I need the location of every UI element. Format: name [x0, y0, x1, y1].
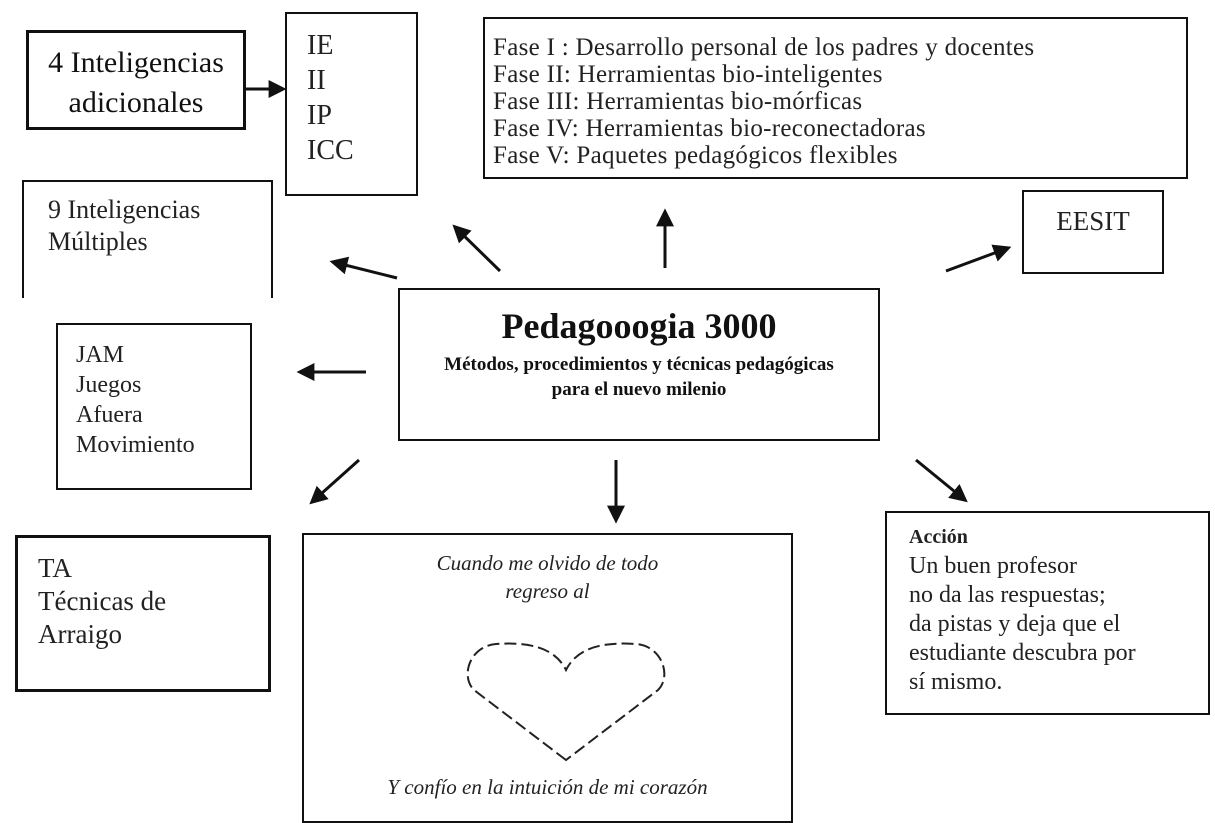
jam-line-4: Movimiento: [76, 432, 195, 458]
central-subtitle-line-2: para el nuevo milenio: [551, 379, 727, 400]
heart-box: Cuando me olvido de todo regreso al Y co…: [302, 533, 793, 823]
arrow-to-nueve: [329, 256, 398, 280]
jam-line-2: Juegos: [76, 372, 142, 398]
ii-item: II: [307, 65, 326, 96]
action-line-4: estudiante descubra por: [909, 640, 1136, 666]
jam-box: JAM Juegos Afuera Movimiento: [56, 323, 252, 490]
heart-top-line-1: Cuando me olvido de todo: [436, 551, 659, 575]
ie-item: IE: [307, 30, 334, 61]
nueve-line-1: 9 Inteligencias: [48, 195, 201, 224]
action-line-3: da pistas y deja que el: [909, 611, 1121, 637]
central-subtitle-line-1: Métodos, procedimientos y técnicas pedag…: [444, 354, 834, 375]
arrow-to-accion: [915, 458, 968, 503]
phases-box: Fase I : Desarrollo personal de los padr…: [483, 17, 1188, 179]
action-box: Acción Un buen profesor no da las respue…: [885, 511, 1210, 715]
action-line-2: no da las respuestas;: [909, 582, 1106, 608]
nueve-line-2: Múltiples: [48, 227, 148, 256]
ip-item: IP: [307, 100, 332, 131]
phase-3: Fase III: Herramientas bio-mórficas: [493, 88, 863, 115]
arrow-to-ta: [309, 458, 360, 505]
heart-icon: [466, 642, 666, 762]
ta-line-1: TA: [38, 553, 72, 583]
central-title: Pedagooogia 3000: [501, 306, 777, 346]
heart-bottom-text: Y confío en la intuición de mi corazón: [387, 775, 708, 799]
multiple-intelligences-box: 9 Inteligencias Múltiples: [22, 180, 273, 298]
phase-5: Fase V: Paquetes pedagógicos flexibles: [493, 142, 898, 169]
action-line-5: sí mismo.: [909, 669, 1003, 695]
arrow-to-ie-list: [452, 224, 502, 273]
intelligences-additional-box: 4 Inteligencias adicionales: [26, 30, 246, 130]
arrow-to-eesit: [945, 244, 1012, 273]
action-heading: Acción: [909, 526, 968, 548]
heart-top-text: Cuando me olvido de todo regreso al: [304, 549, 791, 605]
adicionales-line-1: 4 Inteligencias: [48, 46, 224, 79]
ta-line-3: Arraigo: [38, 619, 122, 649]
heart-top-line-2: regreso al: [505, 579, 590, 603]
central-concept-box: Pedagooogia 3000 Métodos, procedimientos…: [398, 288, 880, 441]
phase-2: Fase II: Herramientas bio-inteligentes: [493, 61, 883, 88]
jam-line-3: Afuera: [76, 402, 143, 428]
icc-item: ICC: [307, 135, 354, 166]
central-subtitle: Métodos, procedimientos y técnicas pedag…: [400, 352, 878, 402]
rooting-techniques-box: TA Técnicas de Arraigo: [15, 535, 271, 692]
eesit-box: EESIT: [1022, 190, 1164, 274]
intelligences-list-box: IE II IP ICC: [285, 12, 418, 196]
adicionales-line-2: adicionales: [68, 86, 204, 119]
action-line-1: Un buen profesor: [909, 553, 1077, 579]
eesit-label: EESIT: [1056, 206, 1130, 236]
jam-line-1: JAM: [76, 342, 125, 368]
phase-4: Fase IV: Herramientas bio-reconectadoras: [493, 115, 926, 142]
ta-line-2: Técnicas de: [38, 586, 167, 616]
phase-1: Fase I : Desarrollo personal de los padr…: [493, 34, 1035, 61]
